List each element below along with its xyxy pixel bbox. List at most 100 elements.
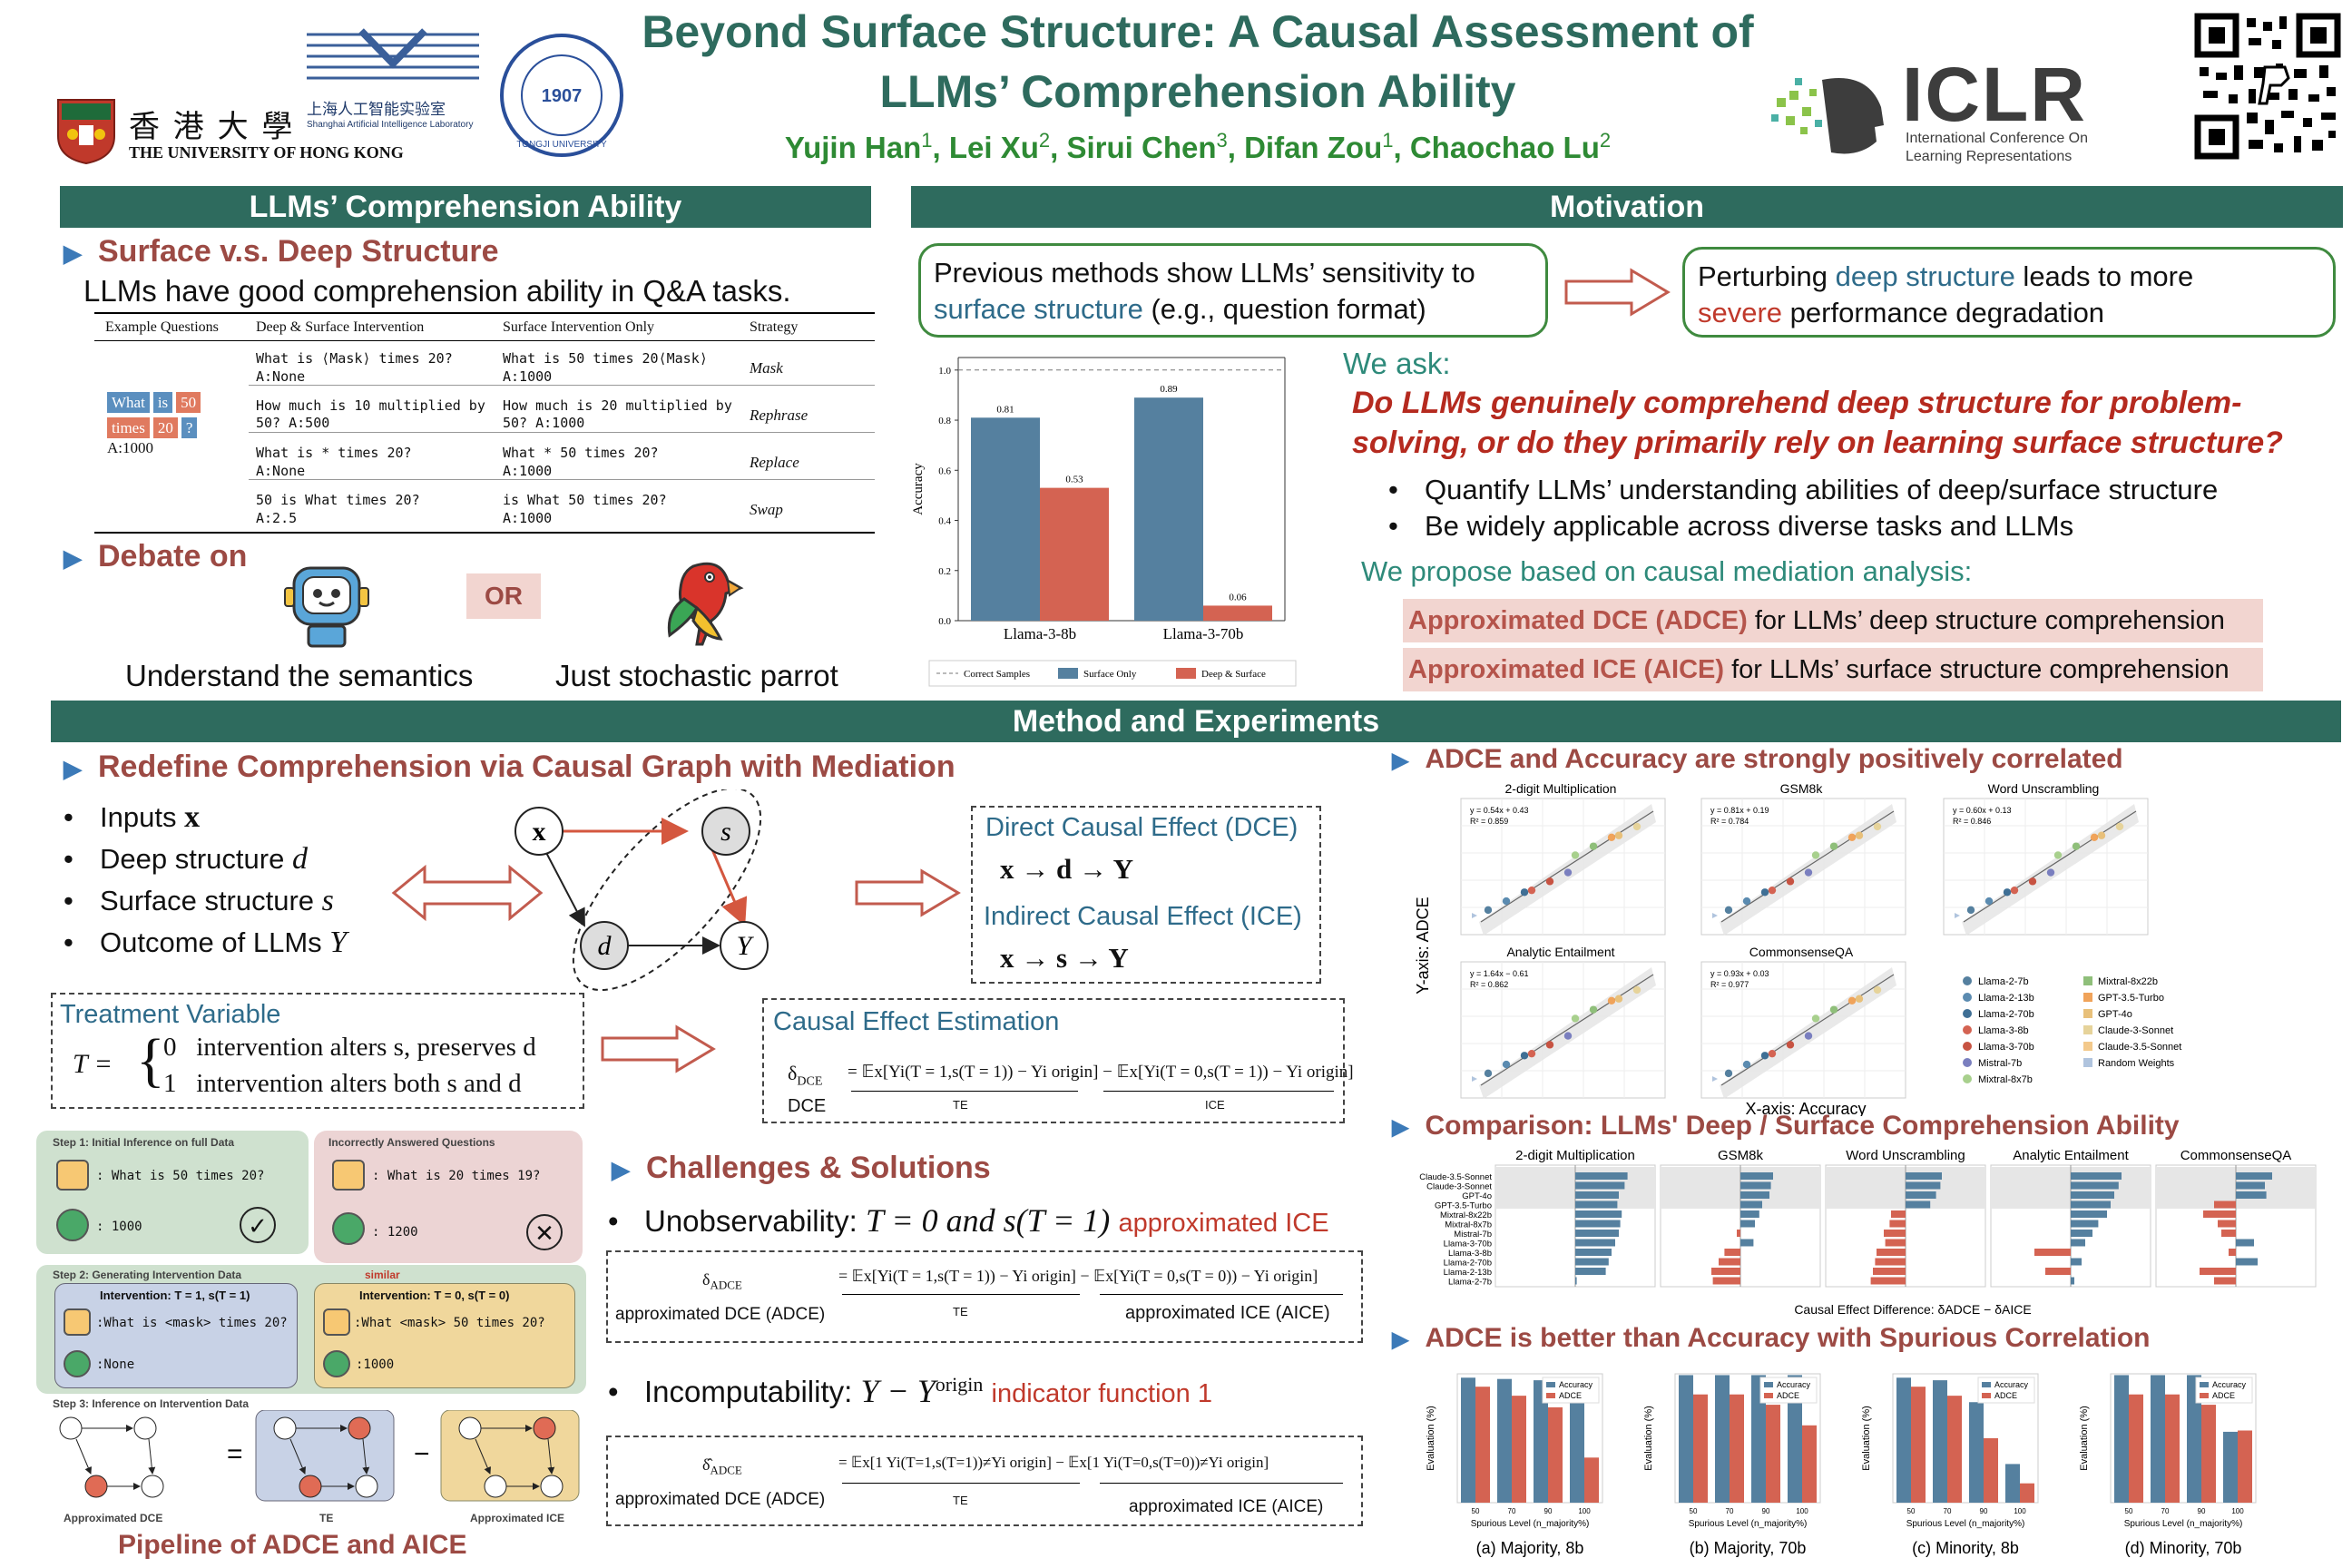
diff-bar: [2071, 1200, 2111, 1209]
x-tick-label: 70: [1508, 1507, 1516, 1515]
pipeline-label-aice: Approximated ICE: [470, 1512, 565, 1524]
triangle-bullet-icon: ▶: [64, 240, 82, 267]
pipeline-step1-a: : 1000: [96, 1220, 142, 1234]
token-chip: times: [107, 417, 150, 438]
formula-body: = 𝔼x[1 Yi(T=1,s(T=1))≠Yi origin] − 𝔼x[1 …: [838, 1454, 1269, 1471]
scatter-point: [1589, 1005, 1598, 1014]
diff-bar: [1875, 1258, 1906, 1266]
scatter-point: [1520, 1052, 1529, 1060]
adce-bar: [1584, 1457, 1599, 1503]
adce-bar: [2238, 1430, 2252, 1503]
challenges-title: Challenges & Solutions: [646, 1151, 991, 1185]
legend-label: Llama-2-70b: [1978, 1009, 2034, 1020]
diff-bar: [1906, 1191, 1936, 1199]
scatter-point: [1984, 897, 1994, 906]
scatter-point: [1847, 996, 1857, 1005]
r-squared: R² = 0.859: [1470, 817, 1508, 826]
scatter-point: [1811, 1014, 1820, 1023]
scatter-point: [1484, 1069, 1493, 1078]
scatter-point: [1873, 822, 1882, 831]
scatter-point: [1527, 1049, 1536, 1058]
formula-lhs: δ̂ADCE: [702, 1455, 742, 1477]
row-surface-question: How much is 20 multiplied by 50? A:1000: [503, 397, 732, 431]
accuracy-bar: [2223, 1431, 2238, 1503]
pipeline-step1-q: : What is 50 times 20?: [96, 1169, 265, 1183]
comparison-title: Comparison: LLMs' Deep / Surface Compreh…: [1425, 1111, 2180, 1141]
debate-heading: ▶Debate on: [64, 539, 247, 574]
diff-bar: [2214, 1200, 2236, 1209]
graph-node-d: d: [598, 931, 612, 961]
scatter-point: [1829, 842, 1838, 850]
treatment-brace: {: [136, 1027, 165, 1093]
corr-heading: ▶ADCE and Accuracy are strongly positive…: [1392, 744, 2123, 775]
comp-panel: Analytic Entailment: [1990, 1148, 2151, 1288]
random-weights-point: [1712, 1076, 1718, 1082]
diff-bar: [2034, 1249, 2071, 1256]
robot-icon: [281, 559, 372, 650]
token-chip: is: [152, 392, 173, 413]
shlab-name-en: Shanghai Artificial Intelligence Laborat…: [307, 120, 474, 130]
adce-bar: [1548, 1406, 1563, 1503]
y-axis-label: Accuracy: [911, 463, 926, 515]
previous-methods-box: Previous methods show LLMs’ sensitivity …: [918, 243, 1548, 338]
graph-node-x: x: [533, 817, 546, 847]
llm-globe-icon: [332, 1212, 365, 1245]
pipeline-int1: Intervention: T = 1, s(T = 1): [100, 1289, 250, 1302]
diff-bar: [1719, 1258, 1740, 1266]
pipeline-int2-a: :1000: [356, 1357, 395, 1372]
iclr-subtitle-1: International Conference On: [1906, 131, 2089, 146]
accuracy-bar: [1534, 1380, 1548, 1503]
diff-bar: [1873, 1268, 1906, 1275]
model-label: Mixtral-8x7b: [1445, 1220, 1492, 1230]
legend-label: Mixtral-8x7b: [1978, 1074, 2033, 1085]
legend-frame: [1542, 1377, 1600, 1404]
diff-bar: [1740, 1181, 1771, 1190]
spurious-heading: ▶ADCE is better than Accuracy with Spuri…: [1392, 1323, 2151, 1354]
robot-caption: Understand the semantics: [125, 659, 474, 692]
x-tick-label: 100: [2231, 1507, 2244, 1515]
diff-bar: [2229, 1249, 2236, 1256]
model-label: Mistral-7b: [1454, 1230, 1492, 1240]
legend-label: ADCE: [1559, 1391, 1582, 1400]
diff-bar: [1575, 1239, 1615, 1247]
y-tick-label: 0.4: [938, 516, 951, 527]
diff-bar: [2203, 1210, 2236, 1218]
legend-marker: [1963, 976, 1972, 985]
qr-code[interactable]: [2194, 13, 2341, 160]
x-tick-label: 70: [1944, 1507, 1952, 1515]
legend-label: Accuracy: [1559, 1380, 1593, 1389]
adce-bar: [2020, 1483, 2034, 1503]
comp-panel: GSM8k: [1660, 1148, 1821, 1288]
regression-line: [1963, 810, 2137, 923]
comp-panel: Word Unscrambling: [1825, 1148, 1986, 1288]
scatter-point: [2010, 886, 2019, 895]
pipeline-int1-q: :What is <mask> times 20?: [96, 1316, 288, 1330]
legend-label: Surface Only: [1083, 669, 1137, 680]
panel-x-label: Spurious Level (n_majority%): [1689, 1519, 1808, 1529]
scatter-point: [1545, 1041, 1554, 1049]
diff-bar: [2071, 1258, 2082, 1266]
pipeline-label-adce: Approximated DCE: [64, 1512, 163, 1524]
regression-equation: y = 1.64x − 0.61: [1470, 969, 1529, 978]
formula-body: = 𝔼x[Yi(T = 1,s(T = 1)) − Yi origin] − 𝔼…: [838, 1267, 1318, 1285]
author-affil: 2: [1599, 129, 1612, 152]
legend-label: Llama-3-8b: [1978, 1025, 2029, 1036]
adce-bar: [1984, 1438, 1998, 1503]
svg-text:−: −: [414, 1439, 430, 1469]
panel-title: Analytic Entailment: [2013, 1148, 2129, 1163]
variable-bullet: •Deep structure d: [64, 842, 308, 876]
accuracy-bar: [1896, 1377, 1911, 1503]
scatter-point: [1742, 1060, 1751, 1069]
adce-hat-formula-box: δ̂ADCE = 𝔼x[1 Yi(T=1,s(T=1))≠Yi origin] …: [606, 1436, 1363, 1526]
tongji-name: TONGJI UNIVERSITY: [516, 140, 607, 150]
legend-marker: [2083, 993, 2092, 1002]
diff-bar: [1724, 1249, 1740, 1256]
scatter-point: [1855, 995, 1864, 1003]
panel-title: 2-digit Multiplication: [1515, 1148, 1635, 1163]
model-label: Claude-3.5-Sonnet: [1419, 1172, 1492, 1182]
check-icon: ✓: [240, 1207, 276, 1243]
